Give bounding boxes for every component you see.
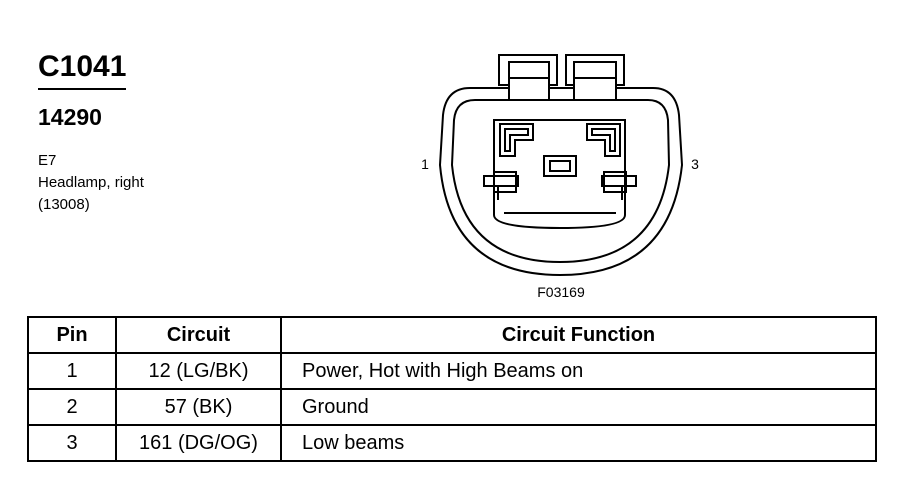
pin-1-terminal xyxy=(499,123,534,157)
locking-tab-right xyxy=(565,54,625,101)
pin-label-3: 3 xyxy=(691,156,699,172)
locking-tab-left xyxy=(498,54,558,101)
function-cell: Low beams xyxy=(280,424,877,462)
header-circuit-function: Circuit Function xyxy=(280,316,877,354)
part-number: 14290 xyxy=(38,104,102,130)
pin-cell: 2 xyxy=(27,388,117,426)
circuit-cell: 161 (DG/OG) xyxy=(115,424,282,462)
figure-code: F03169 xyxy=(537,284,585,300)
header-circuit: Circuit xyxy=(115,316,282,354)
connector-id: C1041 xyxy=(38,50,127,90)
pin-2-terminal xyxy=(543,155,577,177)
reference-number: (13008) xyxy=(38,196,90,213)
connector-info: E7 Headlamp, right (13008) xyxy=(38,150,144,216)
pin-3-terminal xyxy=(586,123,621,157)
circuit-cell: 12 (LG/BK) xyxy=(115,352,282,390)
table-header-row: Pin Circuit Circuit Function xyxy=(27,316,877,354)
connector-outer-housing xyxy=(438,87,684,277)
location-code: E7 xyxy=(38,152,57,169)
latch-left xyxy=(483,171,519,200)
pin-label-1: 1 xyxy=(421,156,429,172)
pin-cell: 3 xyxy=(27,424,117,462)
circuit-cell: 57 (BK) xyxy=(115,388,282,426)
latch-right xyxy=(601,171,637,200)
table-row: 1 12 (LG/BK) Power, Hot with High Beams … xyxy=(27,352,877,390)
table-row: 2 57 (BK) Ground xyxy=(27,388,877,426)
table-row: 3 161 (DG/OG) Low beams xyxy=(27,424,877,462)
connector-face-diagram: 1 3 F03169 xyxy=(421,54,699,300)
pin-table: Pin Circuit Circuit Function 1 12 (LG/BK… xyxy=(27,316,877,462)
function-cell: Ground xyxy=(280,388,877,426)
terminal-cavity xyxy=(493,119,626,230)
function-cell: Power, Hot with High Beams on xyxy=(280,352,877,390)
header-pin: Pin xyxy=(27,316,117,354)
pin-cell: 1 xyxy=(27,352,117,390)
connector-inner-shell xyxy=(450,99,671,264)
connector-description: Headlamp, right xyxy=(38,174,144,191)
